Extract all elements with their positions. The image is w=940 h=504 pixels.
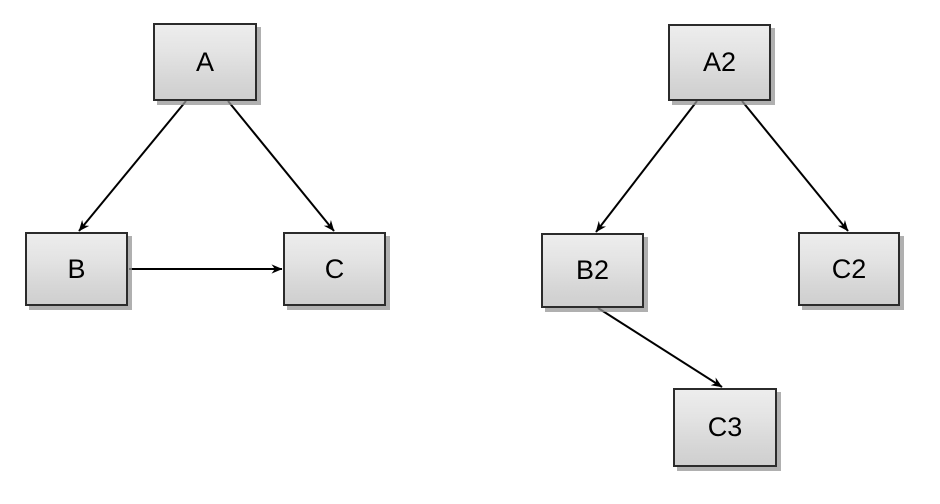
node-b[interactable]: B <box>25 232 128 306</box>
node-label: B <box>67 253 86 284</box>
node-label: C3 <box>707 412 743 442</box>
edge-b2-to-c3 <box>597 307 723 388</box>
edge-a2-to-c2 <box>741 100 849 232</box>
node-c2[interactable]: C2 <box>798 232 900 306</box>
node-label: C <box>324 253 345 284</box>
edges-group <box>78 100 849 388</box>
node-label: B2 <box>575 255 610 285</box>
edge-a-to-c <box>227 100 335 232</box>
edge-a2-to-b2 <box>595 100 698 233</box>
node-label: A <box>195 46 214 77</box>
node-a2[interactable]: A2 <box>668 24 771 101</box>
node-label: A2 <box>702 47 737 77</box>
edge-a-to-b <box>78 100 187 232</box>
node-label: C2 <box>831 253 867 284</box>
node-a[interactable]: A <box>153 23 257 101</box>
node-c3[interactable]: C3 <box>673 388 777 467</box>
node-b2[interactable]: B2 <box>541 233 644 308</box>
node-c[interactable]: C <box>283 232 386 306</box>
